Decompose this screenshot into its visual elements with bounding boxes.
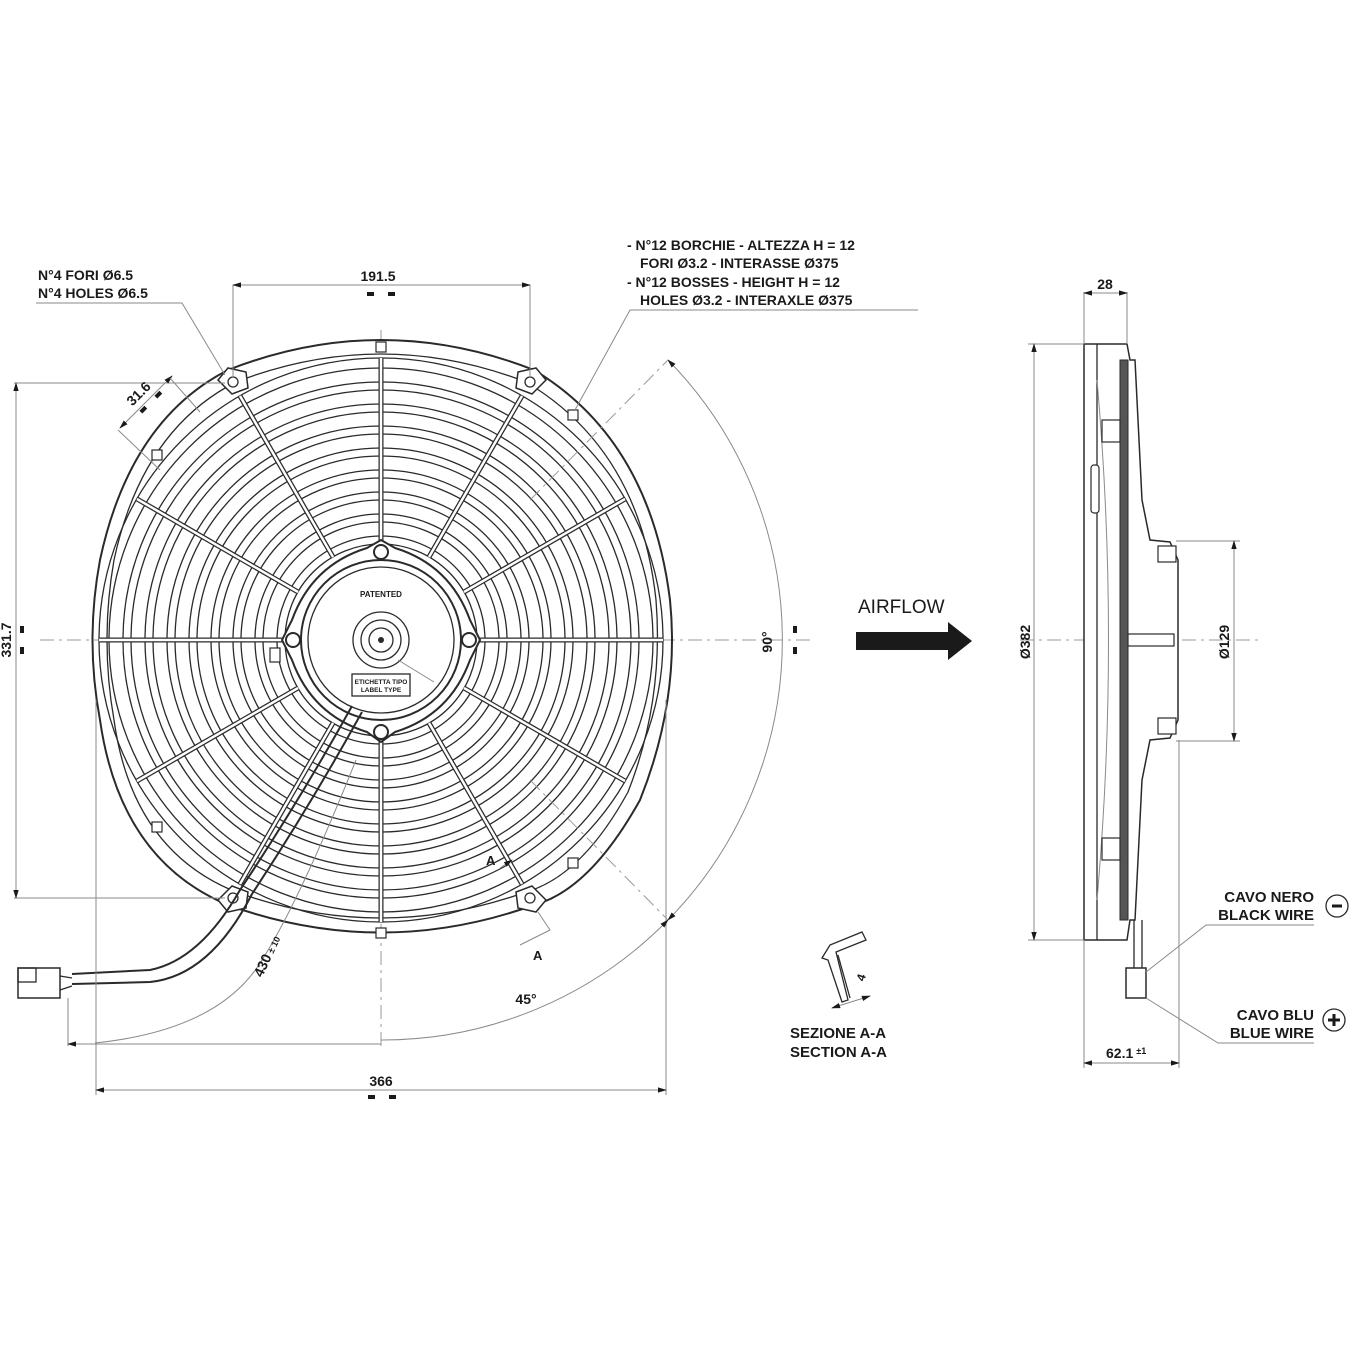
note-bosses-line-1: - N°12 BORCHIE - ALTEZZA H = 12 [627,237,855,253]
dim-28: 28 [1097,276,1113,292]
label-box-line-1: ETICHETTA TIPO [355,679,408,686]
section-mark-a-1: A [486,853,496,868]
note-holes-en: N°4 HOLES Ø6.5 [38,285,148,301]
dim-191-5: 191.5 [360,268,395,284]
connector [17,967,61,999]
bosses [151,341,579,939]
motor-hub: PATENTED ETICHETTA TIPO LABEL TYPE [280,538,482,744]
label-box [351,673,411,697]
note-holes-it: N°4 FORI Ø6.5 [38,267,133,283]
note-bosses-line-4: HOLES Ø3.2 - INTERAXLE Ø375 [640,292,853,308]
dim-366: 366 [369,1073,393,1089]
dim-62-1: 62.1±1 [1106,1045,1146,1061]
section-dim-4: 4 [854,972,869,983]
front-view: PATENTED ETICHETTA TIPO LABEL TYPE [0,237,918,1099]
note-bosses-line-3: - N°12 BOSSES - HEIGHT H = 12 [627,274,840,290]
airflow-arrow-icon [856,622,972,660]
label-box-line-2: LABEL TYPE [361,687,402,694]
dim-331-7: 331.7 [0,622,14,657]
section-title-en: SECTION A-A [790,1044,887,1061]
blue-wire-it: CAVO BLU [1237,1007,1314,1024]
airflow-indicator: AIRFLOW [856,597,972,660]
side-view: 28 Ø382 Ø129 62.1±1 CAVO NERO BLACK WIRE… [1017,276,1349,1068]
section-mark-a-2: A [533,948,543,963]
angle-90: 90° [759,631,775,652]
note-bosses-line-2: FORI Ø3.2 - INTERASSE Ø375 [640,255,839,271]
section-a-a: 4 SEZIONE A-A SECTION A-A [790,931,887,1061]
dim-cable-length: 430± 10 [250,933,283,979]
black-wire-it: CAVO NERO [1224,889,1314,906]
dim-diameter-382: Ø382 [1017,625,1033,659]
section-title-it: SEZIONE A-A [790,1025,886,1042]
mount-screw-icon [373,544,389,560]
hub-patented-text: PATENTED [360,590,402,599]
angle-45: 45° [515,991,536,1007]
airflow-label: AIRFLOW [858,597,945,618]
side-connector [1125,967,1147,999]
blue-wire-en: BLUE WIRE [1230,1025,1314,1042]
cable [17,705,363,999]
black-wire-en: BLACK WIRE [1218,907,1314,924]
dim-motor-129: Ø129 [1216,625,1232,659]
